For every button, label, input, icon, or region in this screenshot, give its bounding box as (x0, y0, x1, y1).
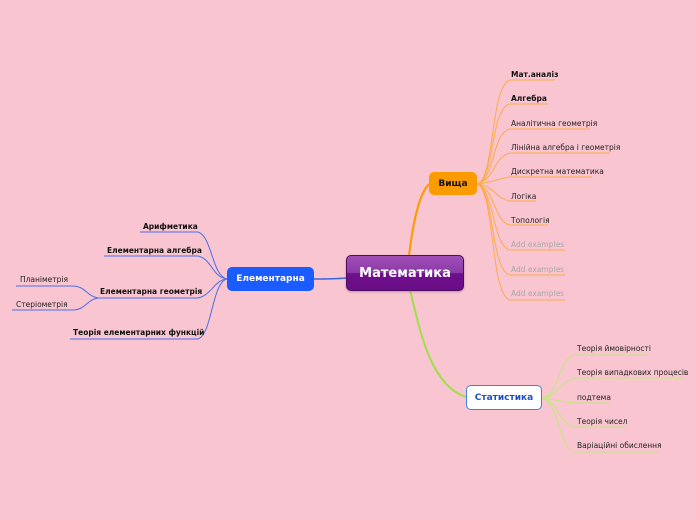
connector-root-vyshcha (408, 183, 430, 257)
central-topic-node[interactable]: Математика (346, 255, 464, 291)
subtopic-mat-analiz[interactable]: Мат.аналіз (511, 70, 559, 79)
elementarna-connectors (12, 231, 228, 340)
vyshcha-connectors (476, 79, 610, 301)
connector-root-elementarna (313, 277, 347, 280)
subtopic-podtema[interactable]: подтема (577, 393, 611, 402)
subtopic-topolohiia[interactable]: Топологія (511, 216, 550, 225)
connector-root-statystyka (409, 289, 467, 398)
add-examples-placeholder[interactable]: Add examples (511, 289, 565, 298)
add-examples-placeholder[interactable]: Add examples (511, 240, 565, 249)
topic-node-statystyka[interactable]: Статистика (466, 385, 542, 410)
topic-node-elementarna[interactable]: Елементарна (227, 267, 314, 291)
subtopic-planimetriia[interactable]: Планіметрія (20, 275, 69, 284)
subtopic-alhebra[interactable]: Алгебра (511, 94, 547, 103)
subtopic-dyskretna-matematyka[interactable]: Дискретна математика (511, 167, 604, 176)
subtopic-elementarna-heometriia[interactable]: Елементарна геометрія (100, 287, 203, 296)
subtopic-teoriia-ymovirnosti[interactable]: Теорія ймовірності (577, 344, 651, 353)
subtopic-teoriia-vypadkovykh-protsesiv[interactable]: Теорія випадкових процесів (577, 368, 689, 377)
statystyka-connectors (541, 354, 684, 453)
subtopic-analitychna-heometriia[interactable]: Аналітична геометрія (511, 119, 598, 128)
subtopic-lohika[interactable]: Логіка (511, 192, 537, 201)
subtopic-teoriia-elementarnykh-funktsii[interactable]: Теорія елементарних функцій (73, 328, 205, 337)
add-examples-placeholder[interactable]: Add examples (511, 265, 565, 274)
subtopic-aryfmetyka[interactable]: Арифметика (143, 222, 198, 231)
topic-node-vyshcha[interactable]: Вища (429, 172, 477, 195)
subtopic-teoriia-chysel[interactable]: Теорія чисел (577, 417, 628, 426)
subtopic-liniina-alhebra[interactable]: Лінійна алгебра і геометрія (511, 143, 621, 152)
subtopic-variatsiini-obyslennia[interactable]: Варіаційні обислення (577, 441, 662, 450)
subtopic-elementarna-alhebra[interactable]: Елементарна алгебра (107, 246, 202, 255)
subtopic-sterimetriia[interactable]: Стеріометрія (16, 300, 68, 309)
